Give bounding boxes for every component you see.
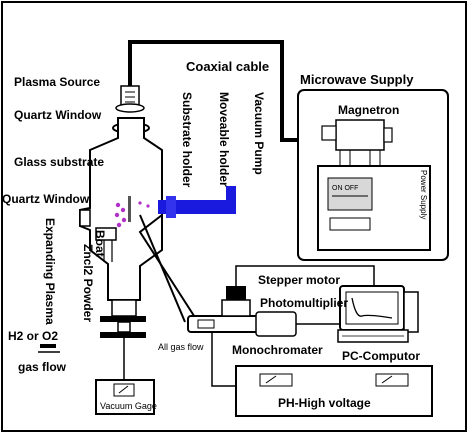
hv-connection [211,332,236,387]
label-h2-or-o2: H2 or O2 [8,329,58,343]
label-plasma-source: Plasma Source [14,75,100,89]
ph-high-voltage-unit [235,365,433,417]
vacuum-chamber [79,117,163,301]
label-monochromater: Monochromater [232,343,323,357]
label-pc-computor: PC-Computor [342,349,420,363]
power-supply [317,165,431,251]
label-gas-flow: gas flow [18,360,67,374]
vacuum-gage-unit [95,372,155,415]
quartz-window-side [79,209,91,227]
monochromater [187,311,297,337]
label-quartz-window-side: Quartz Window [2,192,90,206]
gas-inlet [38,344,60,353]
label-all-gas-flow: All gas flow [158,342,204,352]
label-power-supply: Power Supply [419,170,428,219]
label-expanding-plasma: Expanding Plasma [43,218,57,325]
label-photomultiplier: Photomultiplier [260,296,348,310]
chamber-stand [100,299,146,372]
glass-substrate [114,196,150,228]
label-vacuum-pump: Vacuum Pump [252,92,266,175]
plasma-source [115,85,145,113]
stepper-motor [235,265,375,290]
label-moveable-holder: Moveable holder [217,92,231,187]
substrate-holder [158,186,236,218]
label-substrate-holder: Substrate holder [180,92,194,188]
magnetron [321,119,393,168]
label-ph-high-voltage: PH-High voltage [278,396,371,410]
label-boat: Boat [93,230,107,257]
label-panel-buttons: ON OFF [332,185,358,192]
label-glass-substrate: Glass substrate [14,155,104,169]
photomultiplier [221,286,251,317]
optical-path-2 [138,214,199,323]
label-stepper-motor: Stepper motor [258,273,340,287]
boat [95,227,117,262]
label-zncl2-powder: Zncl2 Powder [81,244,95,322]
label-coaxial-cable: Coaxial cable [186,59,269,74]
label-microwave-supply: Microwave Supply [300,72,414,87]
label-magnetron: Magnetron [338,103,399,117]
label-vacuum-gage: Vacuum Gage [100,401,157,411]
label-quartz-window-top: Quartz Window [14,108,102,122]
pc-computor [337,285,419,343]
